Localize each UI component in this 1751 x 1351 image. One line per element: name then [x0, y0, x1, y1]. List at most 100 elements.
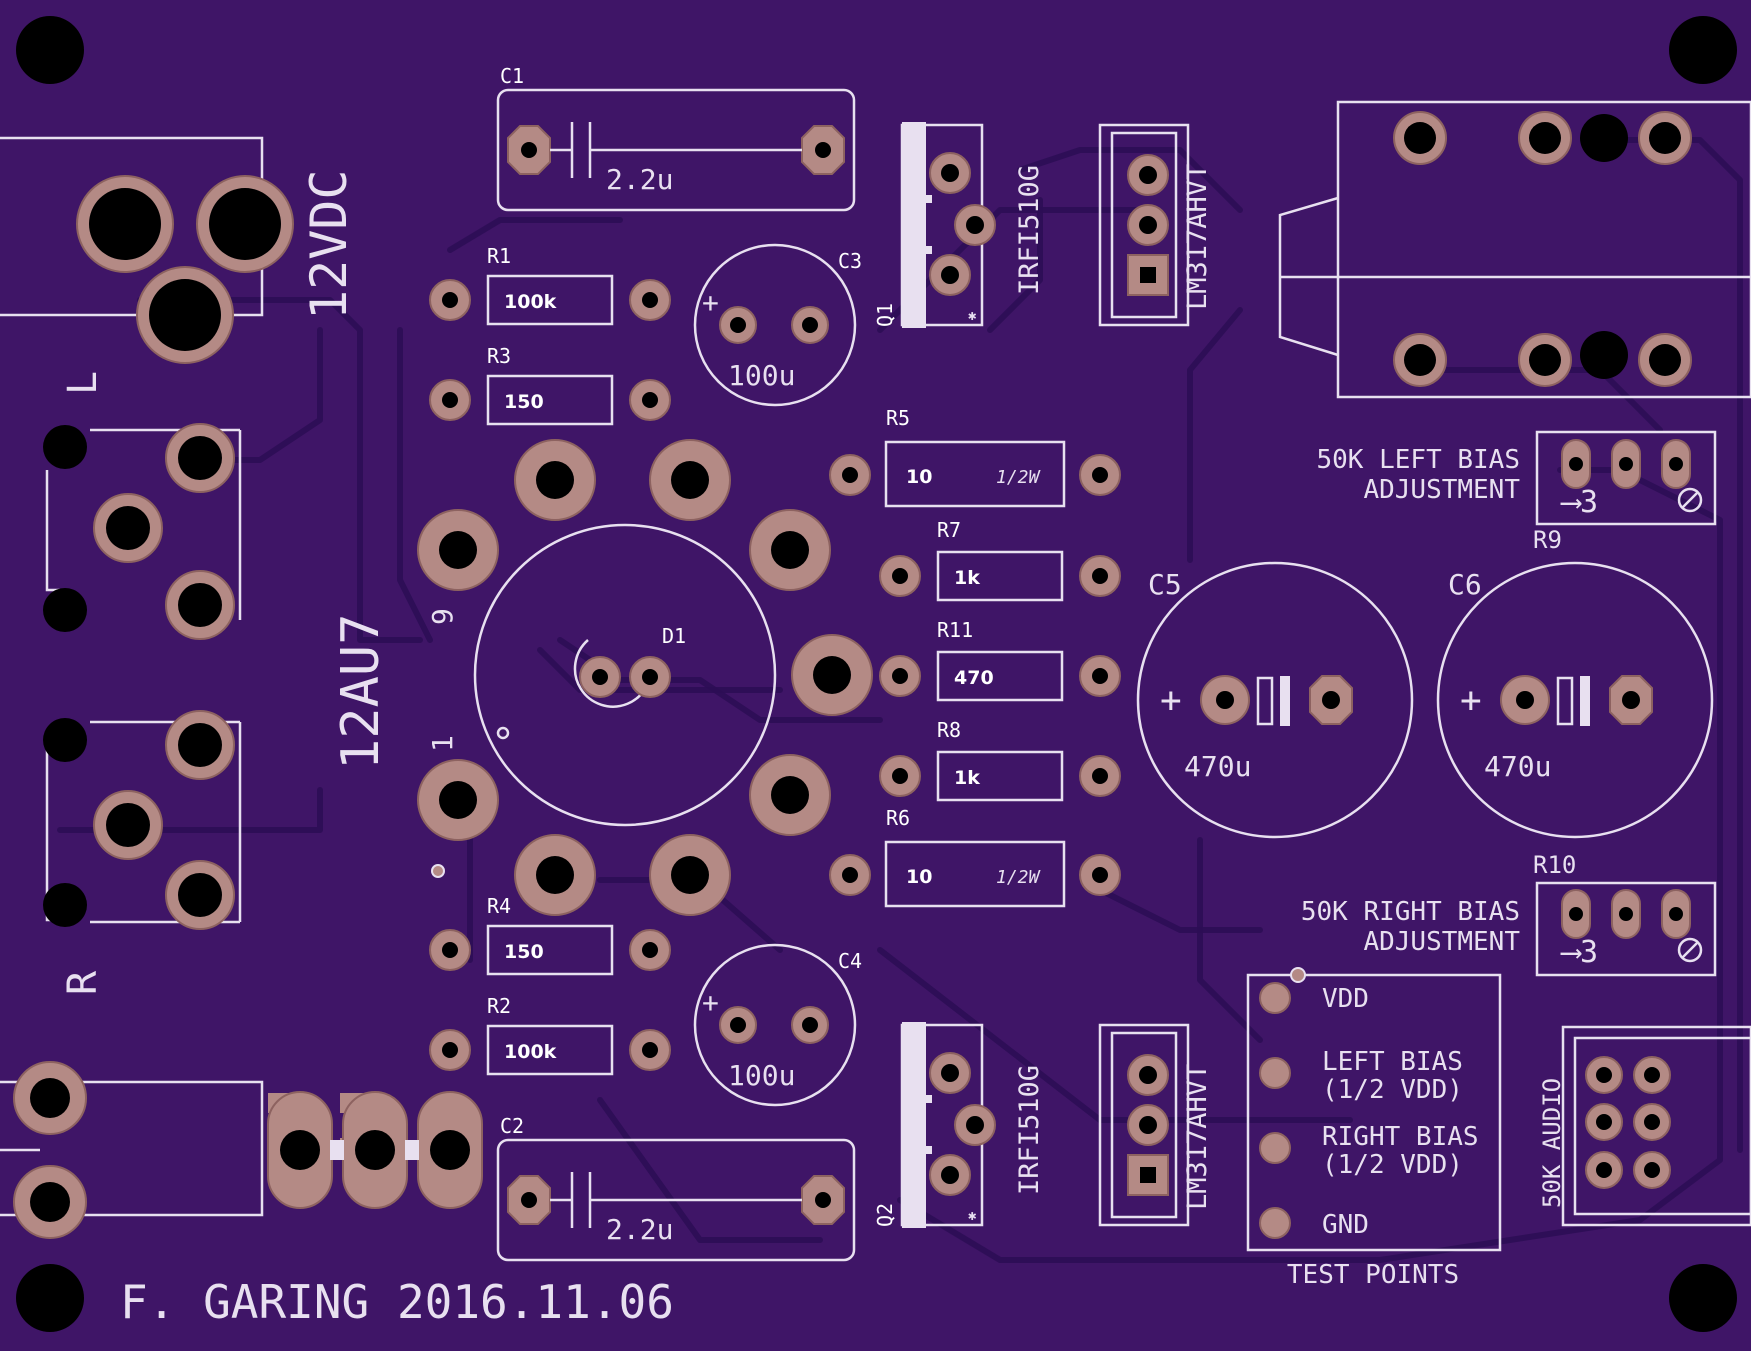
c1-ref: C1 — [500, 64, 524, 88]
capacitor-c5: C5 + 470u — [1136, 561, 1414, 839]
r5-value: 10 — [906, 466, 932, 488]
designer-signature: F. GARING 2016.11.06 — [120, 1275, 674, 1329]
svg-text:✱: ✱ — [968, 308, 977, 324]
pin9-label: 9 — [426, 608, 459, 625]
audio-pot: 50K AUDIO — [1538, 1025, 1751, 1227]
tube-socket: 12AU7 9 1 D1 — [331, 439, 873, 916]
dc-jack: 12VDC — [0, 136, 358, 364]
mounting-hole — [16, 16, 84, 84]
r7-ref: R7 — [937, 518, 961, 542]
q2-value: IRFI510G — [1014, 1065, 1045, 1195]
svg-text:+: + — [1460, 680, 1482, 721]
capacitor-c3: C3 + 100u — [693, 243, 862, 407]
r8-value: 1k — [954, 767, 980, 789]
capacitor-c6: C6 + 470u — [1436, 561, 1714, 839]
c6-ref: C6 — [1448, 568, 1482, 601]
u1-value: LM317AHVT — [1182, 164, 1213, 310]
test-points-title: TEST POINTS — [1287, 1260, 1459, 1290]
power-label: 12VDC — [300, 169, 358, 320]
tp-right-bias: RIGHT BIAS — [1322, 1122, 1479, 1152]
output-connector — [0, 1061, 483, 1239]
r11-ref: R11 — [937, 618, 973, 642]
tp-right-bias-note: (1/2 VDD) — [1322, 1150, 1463, 1180]
tp-gnd: GND — [1322, 1210, 1369, 1240]
regulator-u2: LM317AHVT — [1098, 1023, 1213, 1227]
right-bias-label-1: 50K RIGHT BIAS — [1301, 897, 1520, 927]
left-bias-label-1: 50K LEFT BIAS — [1317, 445, 1521, 475]
trimmer-r9: 50K LEFT BIAS ADJUSTMENT ⟶3 R9 — [1317, 430, 1717, 554]
regulator-u1: LM317AHVT — [1098, 123, 1213, 327]
mounting-hole — [1669, 16, 1737, 84]
r5-power: 1/2W — [996, 467, 1042, 488]
right-channel-label: R — [60, 970, 106, 995]
q1-value: IRFI510G — [1014, 165, 1045, 295]
q2-ref: Q2 — [873, 1203, 897, 1227]
svg-text:+: + — [1160, 680, 1182, 721]
pin1-label: 1 — [426, 735, 459, 752]
r11-value: 470 — [954, 667, 994, 689]
mounting-holes — [16, 16, 1737, 1332]
tp-left-bias: LEFT BIAS — [1322, 1047, 1463, 1077]
tp-vdd: VDD — [1322, 984, 1369, 1014]
r9-ref: R9 — [1533, 526, 1562, 554]
audio-label: 50K AUDIO — [1538, 1078, 1566, 1208]
tube-label: 12AU7 — [331, 613, 391, 770]
r3-value: 150 — [504, 391, 544, 413]
resistor-r7: R7 1k — [879, 518, 1121, 602]
c4-value: 100u — [728, 1059, 795, 1092]
r9-mark: ⟶3 — [1560, 485, 1598, 520]
capacitor-c1: C1 2.2u — [496, 64, 856, 212]
r4-value: 150 — [504, 941, 544, 963]
c5-ref: C5 — [1148, 568, 1182, 601]
r10-ref: R10 — [1533, 851, 1576, 879]
left-bias-label-2: ADJUSTMENT — [1363, 475, 1520, 505]
resistor-r3: R3 150 — [429, 344, 671, 426]
transistor-q1: ✱ Q1 IRFI510G — [873, 122, 1045, 328]
c4-ref: C4 — [838, 949, 862, 973]
r1-value: 100k — [504, 291, 557, 313]
svg-text:✱: ✱ — [968, 1208, 977, 1224]
r5-ref: R5 — [886, 406, 910, 430]
output-terminal-block — [1278, 100, 1751, 399]
transistor-q2: ✱ Q2 IRFI510G — [873, 1022, 1045, 1228]
c3-ref: C3 — [838, 249, 862, 273]
resistor-r4: R4 150 — [429, 894, 671, 976]
r2-value: 100k — [504, 1041, 557, 1063]
left-input-jack: L — [43, 371, 242, 640]
left-channel-label: L — [60, 371, 106, 395]
right-bias-label-2: ADJUSTMENT — [1363, 927, 1520, 957]
right-input-jack: R — [43, 710, 242, 995]
r7-value: 1k — [954, 567, 980, 589]
r2-ref: R2 — [487, 994, 511, 1018]
d1-ref: D1 — [662, 624, 686, 648]
resistor-r1: R1 100k — [429, 244, 671, 326]
tp-left-bias-note: (1/2 VDD) — [1322, 1075, 1463, 1105]
capacitor-c4: C4 + 100u — [693, 943, 862, 1107]
svg-text:+: + — [702, 286, 719, 319]
c3-value: 100u — [728, 359, 795, 392]
mounting-hole — [16, 1264, 84, 1332]
c2-value: 2.2u — [606, 1213, 673, 1246]
svg-text:+: + — [702, 986, 719, 1019]
resistor-r2: R2 100k — [429, 994, 671, 1076]
resistor-r8: R8 1k — [879, 718, 1121, 802]
r3-ref: R3 — [487, 344, 511, 368]
r6-ref: R6 — [886, 806, 910, 830]
c5-value: 470u — [1184, 750, 1251, 783]
c2-ref: C2 — [500, 1114, 524, 1138]
resistor-r11: R11 470 — [879, 618, 1121, 702]
r8-ref: R8 — [937, 718, 961, 742]
u2-value: LM317AHVT — [1182, 1064, 1213, 1210]
c1-value: 2.2u — [606, 163, 673, 196]
resistor-r6: R6 10 1/2W — [829, 806, 1121, 908]
r6-value: 10 — [906, 866, 932, 888]
mounting-hole — [1669, 1264, 1737, 1332]
trimmer-r10: R10 50K RIGHT BIAS ADJUSTMENT ⟶3 — [1301, 851, 1717, 977]
resistor-r5: R5 10 1/2W — [829, 406, 1121, 508]
r10-mark: ⟶3 — [1560, 935, 1598, 970]
capacitor-c2: C2 2.2u — [496, 1114, 856, 1262]
r1-ref: R1 — [487, 244, 511, 268]
test-points: VDD LEFT BIAS (1/2 VDD) RIGHT BIAS (1/2 … — [1246, 967, 1502, 1290]
